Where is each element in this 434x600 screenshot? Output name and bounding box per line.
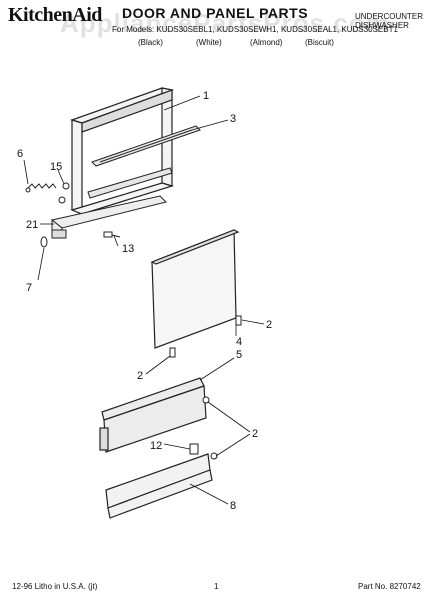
callout-8: 8: [230, 500, 236, 512]
color-black: (Black): [138, 38, 163, 47]
vent-assembly-part: [87, 125, 201, 199]
screw-part-15: [58, 182, 70, 204]
footer-litho: 12-96 Litho in U.S.A. (jt): [12, 582, 98, 591]
callout-1: 1: [203, 90, 209, 102]
footer-part-number: Part No. 8270742: [358, 582, 421, 591]
clip-part-12: [189, 443, 199, 455]
callout-3: 3: [230, 113, 236, 125]
callout-2-door: 2: [137, 370, 143, 382]
callout-4: 4: [236, 336, 242, 348]
callout-21: 21: [26, 219, 38, 231]
bottom-bracket-part: [50, 195, 167, 239]
callout-2-panel: 2: [266, 319, 272, 331]
page-title: DOOR AND PANEL PARTS: [122, 5, 309, 21]
callout-5: 5: [236, 349, 242, 361]
callout-15: 15: [50, 161, 62, 173]
plug-part-7: [40, 236, 48, 248]
callout-7: 7: [26, 282, 32, 294]
panel-screws-part: [169, 315, 242, 358]
control-panel-part: [99, 377, 207, 453]
callout-2-control: 2: [252, 428, 258, 440]
control-fasteners-part: [202, 396, 218, 460]
door-frame-part: [70, 87, 175, 215]
appliance-type: UNDERCOUNTER DISHWASHER: [355, 12, 423, 30]
trim-panel-part: [105, 453, 213, 519]
callout-13: 13: [122, 243, 134, 255]
callout-12: 12: [150, 440, 162, 452]
screw-part-13: [103, 231, 121, 238]
color-biscuit: (Biscuit): [305, 38, 334, 47]
color-white: (White): [196, 38, 222, 47]
model-list: For Models: KUDS30SEBL1, KUDS30SEWH1, KU…: [112, 25, 398, 34]
brand-logo: KitchenAid: [8, 4, 102, 26]
footer-page-number: 1: [214, 582, 219, 591]
callout-6: 6: [17, 148, 23, 160]
watermark: AppliancePartsPros.com: [60, 8, 390, 38]
outer-door-panel-part: [150, 229, 240, 349]
leader-lines: [23, 95, 265, 505]
spring-part: [25, 183, 57, 193]
color-almond: (Almond): [250, 38, 283, 47]
